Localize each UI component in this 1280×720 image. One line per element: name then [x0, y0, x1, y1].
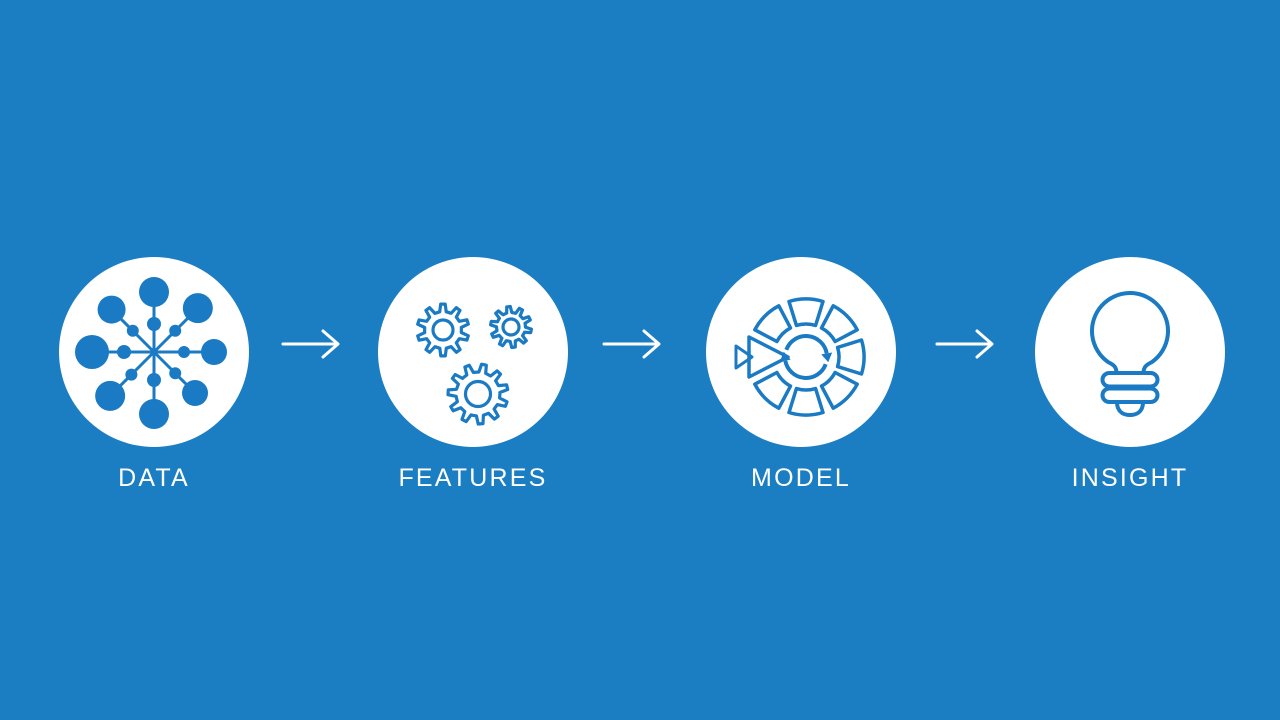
- step-label-features: FEATURES: [398, 464, 548, 492]
- step-label-insight: INSIGHT: [1071, 464, 1189, 492]
- features-circle: [378, 257, 568, 447]
- model-cycle-icon: [734, 297, 866, 417]
- step-label-data: DATA: [118, 464, 190, 492]
- step-data: DATA: [59, 257, 249, 493]
- data-circle: [59, 257, 249, 447]
- step-insight: INSIGHT: [1035, 257, 1225, 493]
- step-model: MODEL: [706, 257, 896, 493]
- gears-icon: [416, 302, 533, 426]
- data-network-icon: [75, 277, 227, 429]
- arrow-right-icon: [281, 329, 340, 359]
- arrow-right-icon: [935, 329, 994, 359]
- arrow-right-icon: [602, 329, 661, 359]
- model-circle: [706, 257, 896, 447]
- step-label-model: MODEL: [751, 464, 851, 492]
- insight-circle: [1035, 257, 1225, 447]
- step-features: FEATURES: [378, 257, 568, 493]
- lightbulb-icon: [1090, 291, 1170, 417]
